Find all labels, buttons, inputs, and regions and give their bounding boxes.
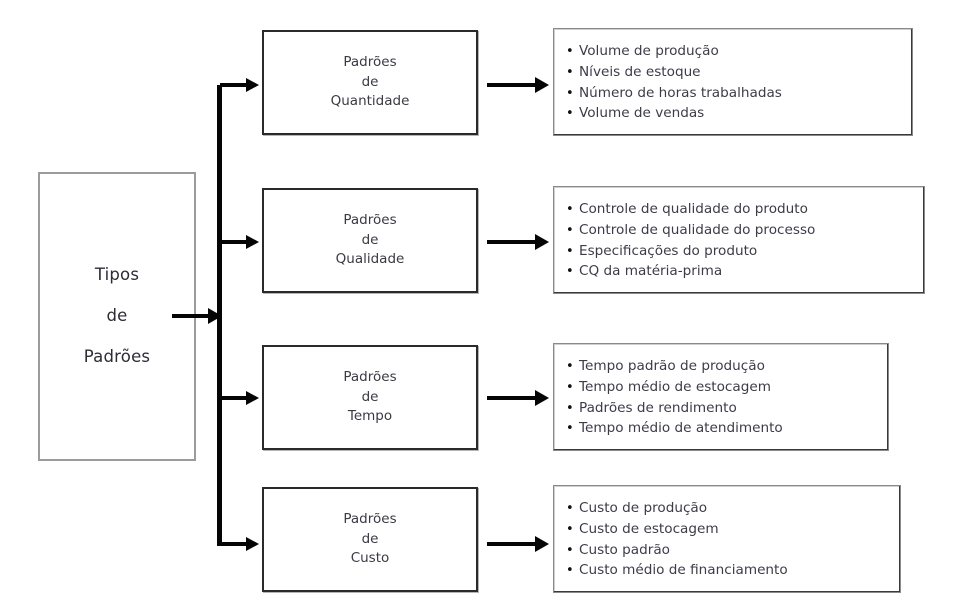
category-custo-line-3: Custo	[350, 550, 390, 567]
bullet-icon: •	[566, 44, 574, 60]
category-custo-line-1: Padrões	[343, 511, 397, 528]
category-quantidade-line-2: de	[361, 73, 379, 90]
bullet-icon: •	[566, 501, 574, 517]
connector-custo-to-details	[487, 542, 539, 546]
category-tempo-line-1: Padrões	[343, 369, 397, 386]
list-item-label: Controle de qualidade do produto	[579, 201, 808, 218]
bullet-icon: •	[566, 64, 574, 80]
list-item-label: Tempo padrão de produção	[579, 358, 765, 375]
bullet-icon: •	[566, 264, 574, 280]
connector-root-to-trunk	[172, 314, 216, 318]
arrowhead-trunk-to-quantidade	[246, 78, 259, 92]
list-item-label: CQ da matéria-prima	[579, 263, 723, 280]
bullet-icon: •	[566, 521, 574, 537]
list-item: • Custo de produção	[566, 498, 890, 519]
list-item: • Tempo padrão de produção	[566, 356, 878, 377]
root-label-line-1: Tipos	[94, 265, 140, 285]
category-qualidade-line-1: Padrões	[343, 212, 397, 229]
category-custo-line-2: de	[361, 530, 379, 547]
category-qualidade-line-3: Qualidade	[335, 251, 405, 268]
list-item-label: Custo médio de financiamento	[579, 562, 788, 579]
list-item-label: Padrões de rendimento	[579, 399, 737, 416]
connector-trunk-to-tempo	[220, 396, 250, 400]
category-node-qualidade[interactable]: Padrões de Qualidade	[262, 188, 478, 293]
list-item-label: Custo padrão	[579, 541, 670, 558]
list-item: • Volume de vendas	[566, 103, 902, 124]
list-item: • Volume de produção	[566, 41, 902, 62]
arrowhead-custo-to-details	[535, 536, 549, 552]
root-label-line-3: Padrões	[83, 346, 151, 366]
bullet-icon: •	[566, 359, 574, 375]
connector-trunk-to-custo	[220, 542, 250, 546]
bullet-icon: •	[566, 243, 574, 259]
detail-list-custo[interactable]: • Custo de produção • Custo de estocagem…	[553, 485, 901, 593]
category-qualidade-line-2: de	[361, 231, 379, 248]
list-item: • Padrões de rendimento	[566, 398, 878, 419]
bullet-icon: •	[566, 106, 574, 122]
arrowhead-trunk-to-tempo	[246, 391, 259, 405]
list-item: • Controle de qualidade do produto	[566, 199, 914, 220]
list-item-label: Tempo médio de atendimento	[579, 420, 783, 437]
bullet-icon: •	[566, 421, 574, 437]
list-item-label: Número de horas trabalhadas	[579, 84, 782, 101]
list-item: • Especificações do produto	[566, 241, 914, 262]
arrowhead-quantidade-to-details	[535, 77, 549, 93]
bullet-icon: •	[566, 400, 574, 416]
bullet-icon: •	[566, 222, 574, 238]
category-quantidade-line-1: Padrões	[343, 54, 397, 71]
list-item-label: Custo de produção	[579, 500, 708, 517]
arrowhead-trunk-to-custo	[246, 537, 259, 551]
list-item: • Custo padrão	[566, 540, 890, 561]
list-item: • Níveis de estoque	[566, 62, 902, 83]
list-item-label: Controle de qualidade do processo	[579, 221, 816, 238]
bullet-icon: •	[566, 379, 574, 395]
connector-trunk-to-qualidade	[220, 240, 250, 244]
root-node-tipos-de-padroes[interactable]: Tipos de Padrões	[38, 172, 196, 461]
detail-list-qualidade[interactable]: • Controle de qualidade do produto • Con…	[553, 186, 925, 294]
list-item-label: Tempo médio de estocagem	[579, 378, 771, 395]
detail-list-tempo[interactable]: • Tempo padrão de produção • Tempo médio…	[553, 343, 889, 451]
arrowhead-qualidade-to-details	[535, 234, 549, 250]
bullet-icon: •	[566, 85, 574, 101]
arrowhead-tempo-to-details	[535, 390, 549, 406]
connector-quantidade-to-details	[487, 83, 539, 87]
list-item-label: Volume de produção	[579, 43, 719, 60]
trunk-connector	[217, 85, 222, 546]
list-item: • Tempo médio de estocagem	[566, 377, 878, 398]
category-tempo-line-3: Tempo	[347, 408, 393, 425]
arrowhead-trunk-to-qualidade	[246, 235, 259, 249]
connector-tempo-to-details	[487, 396, 539, 400]
category-node-tempo[interactable]: Padrões de Tempo	[262, 345, 478, 450]
list-item-label: Volume de vendas	[579, 105, 705, 122]
list-item: • CQ da matéria-prima	[566, 261, 914, 282]
list-item: • Número de horas trabalhadas	[566, 83, 902, 104]
category-node-quantidade[interactable]: Padrões de Quantidade	[262, 30, 478, 135]
list-item: • Controle de qualidade do processo	[566, 220, 914, 241]
bullet-icon: •	[566, 202, 574, 218]
category-quantidade-line-3: Quantidade	[330, 93, 410, 110]
connector-qualidade-to-details	[487, 240, 539, 244]
category-tempo-line-2: de	[361, 388, 379, 405]
detail-list-quantidade[interactable]: • Volume de produção • Níveis de estoque…	[553, 28, 913, 136]
list-item: • Tempo médio de atendimento	[566, 418, 878, 439]
bullet-icon: •	[566, 542, 574, 558]
bullet-icon: •	[566, 563, 574, 579]
list-item: • Custo de estocagem	[566, 519, 890, 540]
root-label-line-2: de	[106, 306, 128, 326]
list-item: • Custo médio de financiamento	[566, 560, 890, 581]
list-item-label: Custo de estocagem	[579, 520, 719, 537]
category-node-custo[interactable]: Padrões de Custo	[262, 487, 478, 592]
connector-trunk-to-quantidade	[220, 83, 250, 87]
list-item-label: Níveis de estoque	[579, 63, 701, 80]
list-item-label: Especificações do produto	[579, 242, 758, 259]
